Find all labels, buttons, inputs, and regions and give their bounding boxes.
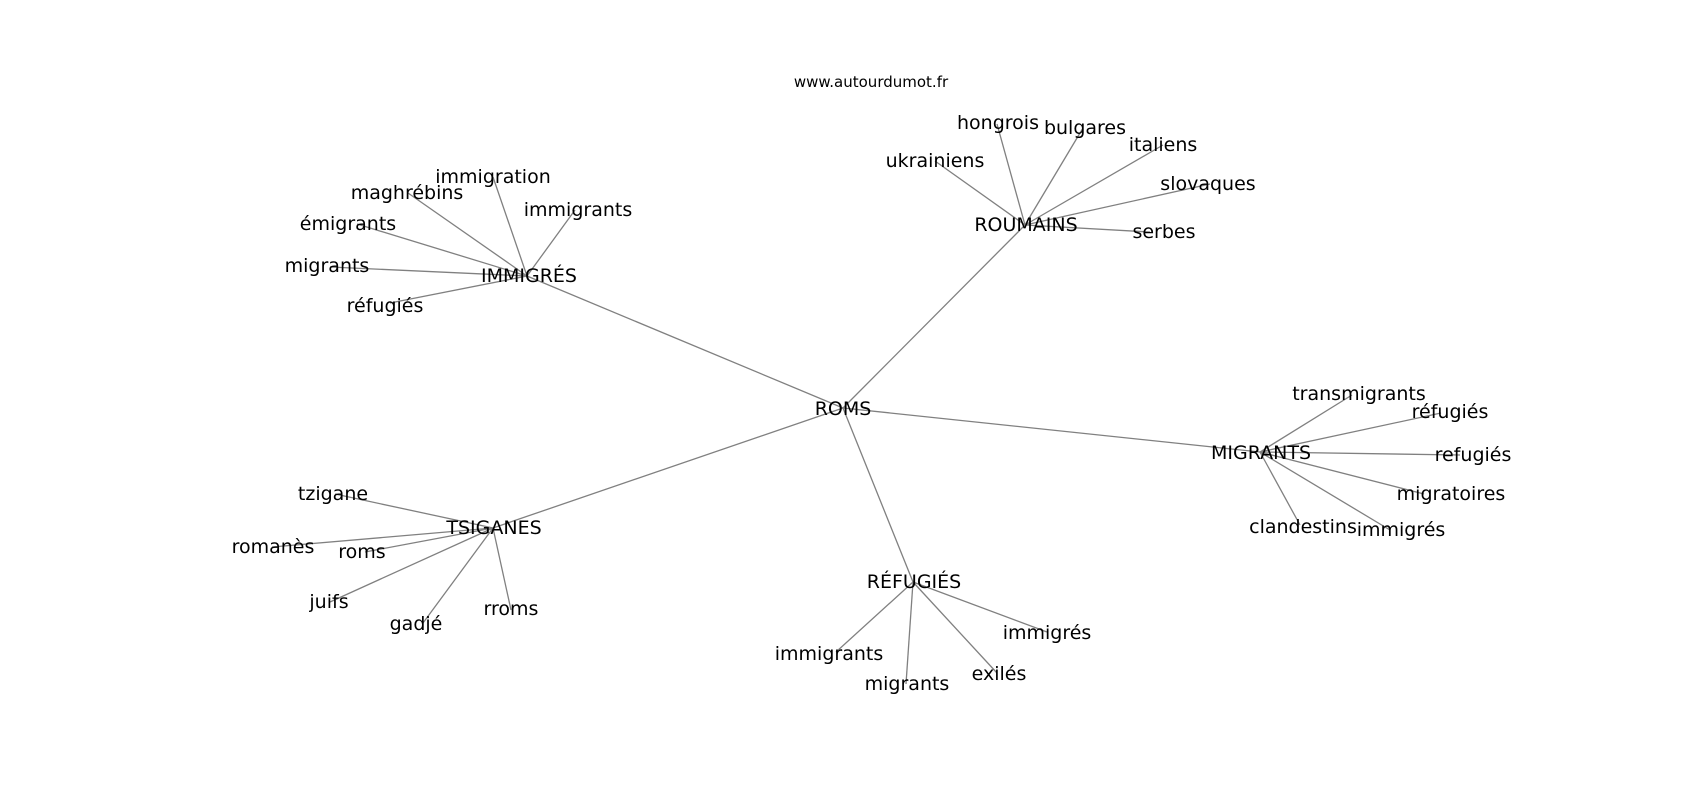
edge-immigres-emigrants — [356, 223, 528, 277]
leaf-immigres: immigrés — [1357, 519, 1446, 541]
leaf-italiens: italiens — [1129, 134, 1198, 156]
edge-tsiganes-juifs — [329, 527, 494, 603]
leaf-roms: roms — [338, 541, 385, 563]
leaf-refugies-accent: réfugiés — [1412, 401, 1489, 423]
edge-roumains-bulgares — [1024, 127, 1084, 226]
edge-migrants-migratoires — [1259, 451, 1425, 495]
edge-refugies-immigrants — [835, 581, 914, 653]
edge-roumains-serbes — [1024, 224, 1151, 233]
leaf-hongrois: hongrois — [957, 112, 1039, 134]
hub-immigres: IMMIGRÉS — [481, 264, 577, 287]
edge-immigres-migrants — [329, 266, 528, 277]
leaf-juifs: juifs — [308, 591, 348, 613]
edge-tsiganes-tzigane — [334, 493, 494, 529]
leaf-immigration: immigration — [435, 166, 550, 188]
leaf-rroms: rroms — [484, 598, 539, 620]
leaf-refugies-plain: refugiés — [1435, 444, 1512, 466]
edge-roms-migrants — [842, 407, 1261, 453]
immigres-edges — [329, 176, 576, 304]
roumains-edges — [934, 123, 1211, 233]
edge-migrants-clandestins — [1259, 451, 1301, 526]
edge-roms-tsiganes — [492, 407, 844, 529]
tsiganes-edges — [271, 493, 512, 624]
leaf-romanes: romanès — [232, 536, 315, 558]
migrants-edges — [1259, 394, 1461, 531]
edge-migrants-immigres — [1259, 451, 1391, 531]
leaf-migrants: migrants — [285, 255, 370, 277]
leaf-slovaques: slovaques — [1160, 173, 1255, 195]
leaf-ukrainiens: ukrainiens — [886, 150, 985, 172]
edge-immigres-immigration — [492, 176, 528, 277]
leaf-immigrants: immigrants — [524, 199, 632, 221]
hub-refugies: RÉFUGIÉS — [867, 570, 961, 593]
leaf-migrants-ref: migrants — [865, 673, 950, 695]
leaf-migratoires: migratoires — [1397, 483, 1506, 505]
hub-tsiganes: TSIGANES — [445, 517, 541, 539]
hub-migrants: MIGRANTS — [1211, 442, 1311, 464]
leaf-refugies: réfugiés — [347, 295, 424, 317]
leaf-immigres-ref: immigrés — [1003, 622, 1092, 644]
edge-roumains-hongrois — [996, 123, 1026, 226]
edge-refugies-migrants — [905, 581, 914, 685]
edge-roumains-ukrainiens — [934, 160, 1026, 226]
hub-roumains: ROUMAINS — [974, 214, 1077, 236]
edge-migrants-refugies — [1259, 412, 1442, 453]
edge-immigres-refugies — [389, 275, 528, 304]
leaf-bulgares: bulgares — [1044, 117, 1126, 139]
leaf-clandestins: clandestins — [1249, 516, 1357, 538]
root-edges — [492, 224, 1261, 583]
leaf-transmigrants: transmigrants — [1292, 383, 1426, 405]
edge-roms-immigres — [526, 275, 844, 409]
edge-roumains-italiens — [1024, 144, 1164, 226]
leaf-tzigane: tzigane — [298, 483, 368, 505]
leaf-maghrebins: maghrébins — [351, 182, 464, 204]
edge-immigres-maghrebins — [407, 192, 528, 277]
leaf-serbes: serbes — [1132, 221, 1195, 243]
leaf-immigrants-ref: immigrants — [775, 643, 883, 665]
leaf-exiles: exilés — [972, 663, 1027, 685]
edge-tsiganes-roms — [364, 527, 494, 553]
site-credit: www.autourdumot.fr — [794, 73, 949, 91]
leaf-gadje: gadjé — [390, 613, 443, 635]
edge-tsiganes-rroms — [492, 527, 512, 611]
refugies-edges — [835, 581, 1048, 685]
edge-migrants-transmigrants — [1259, 394, 1353, 453]
edge-refugies-exiles — [912, 581, 998, 674]
edge-roms-roumains — [842, 224, 1026, 409]
edge-roms-refugies — [842, 407, 914, 583]
edge-tsiganes-romanes — [271, 527, 494, 548]
edge-immigres-immigrants — [526, 209, 576, 277]
root-node-roms: ROMS — [815, 398, 872, 420]
edge-migrants-refugies-2 — [1259, 451, 1461, 456]
edge-roumains-slovaques — [1024, 183, 1211, 226]
edge-tsiganes-gadje — [422, 527, 494, 624]
edge-refugies-immigres — [912, 581, 1048, 633]
leaf-emigrants: émigrants — [300, 213, 396, 235]
